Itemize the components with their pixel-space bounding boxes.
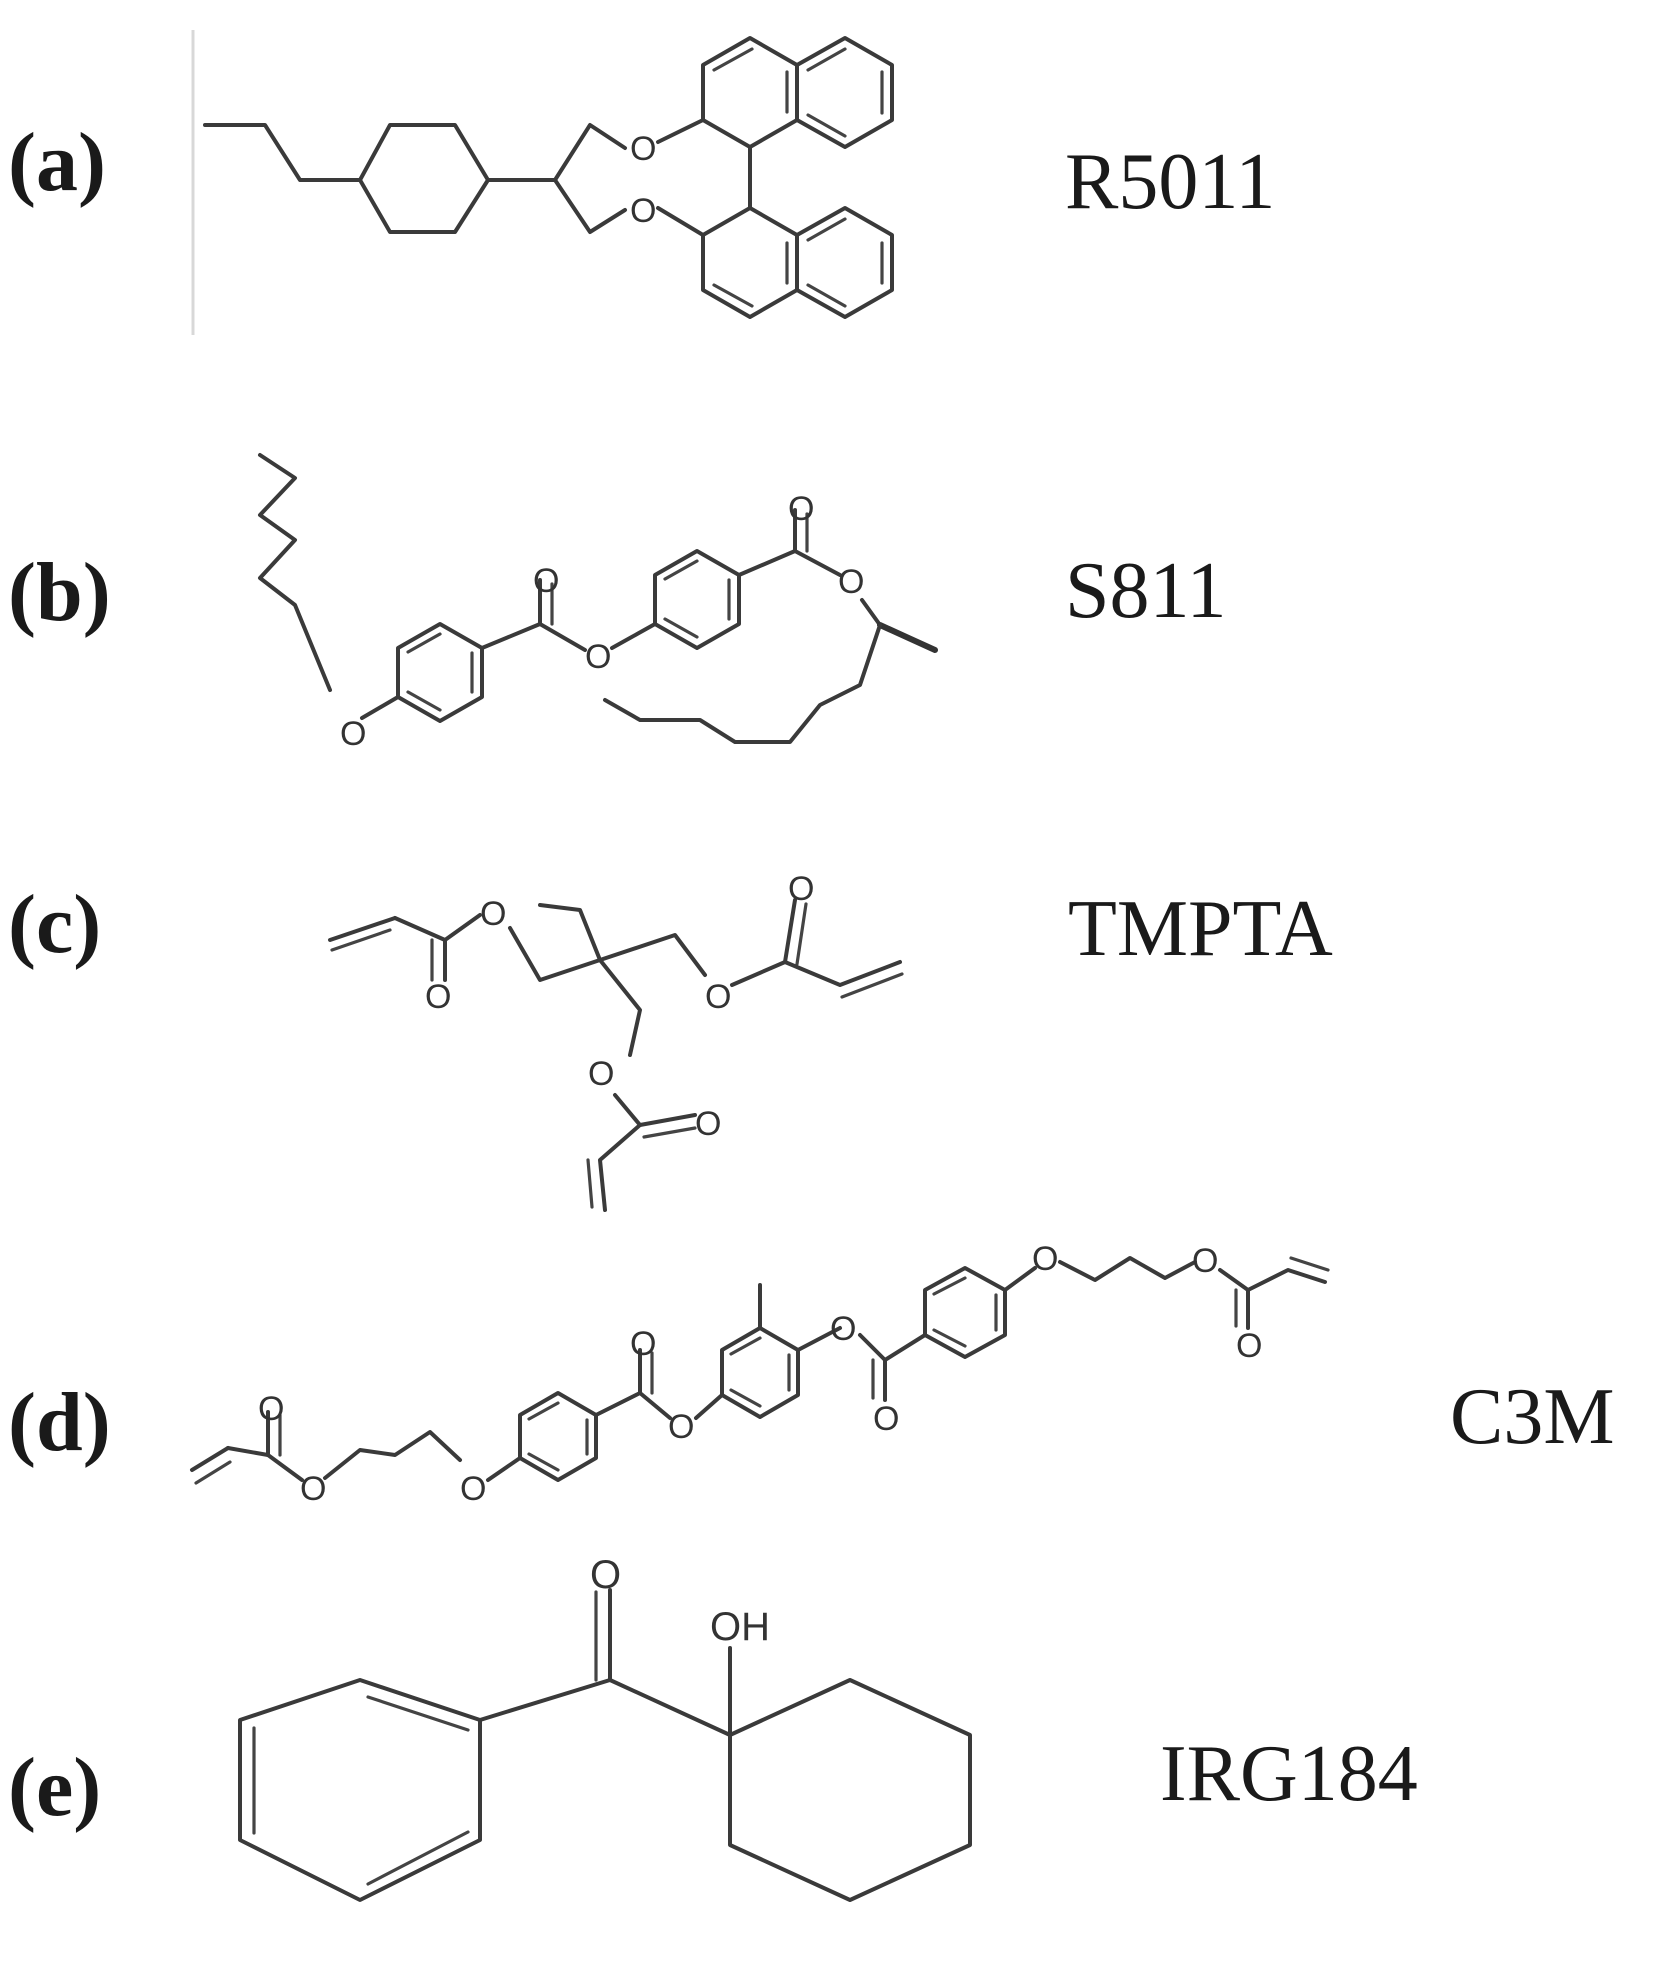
oxygen-atom: O: [588, 1055, 614, 1093]
oxygen-atom: O: [630, 192, 656, 230]
oxygen-atom: O: [1192, 1242, 1218, 1280]
oxygen-atom: O: [668, 1408, 694, 1446]
compound-name-d: C3M: [1450, 1373, 1615, 1461]
oxygen-atom: O: [258, 1390, 284, 1428]
panel-a-label: (a): [8, 116, 106, 209]
oxygen-atom: O: [480, 895, 506, 933]
oxygen-atom: O: [630, 130, 656, 168]
panel-c-label: (c): [8, 878, 101, 971]
oxygen-atom: O: [585, 638, 611, 676]
oxygen-atom: O: [830, 1310, 856, 1348]
oxygen-atom: O: [705, 978, 731, 1016]
panel-c: (c) O O O O O O: [8, 870, 1333, 1212]
structure-irg184: O OH: [238, 1553, 972, 1902]
panel-d: (d) O O O O O: [8, 1240, 1615, 1508]
hydroxyl-group: OH: [710, 1605, 770, 1649]
oxygen-atom: O: [873, 1400, 899, 1438]
panel-b-label: (b): [8, 546, 111, 639]
oxygen-atom: O: [838, 563, 864, 601]
panel-b: (b) O O O O O: [8, 453, 1227, 753]
oxygen-atom: O: [590, 1553, 621, 1597]
structure-tmpta: O O O O O O: [328, 870, 904, 1212]
oxygen-atom: O: [695, 1105, 721, 1143]
panel-a: (a) O O: [8, 30, 1275, 335]
oxygen-atom: O: [788, 490, 814, 528]
oxygen-atom: O: [300, 1470, 326, 1508]
oxygen-atom: O: [340, 715, 366, 753]
oxygen-atom: O: [460, 1470, 486, 1508]
oxygen-atom: O: [1032, 1240, 1058, 1278]
compound-name-e: IRG184: [1160, 1730, 1418, 1818]
oxygen-atom: O: [1236, 1327, 1262, 1365]
compound-name-c: TMPTA: [1068, 885, 1333, 973]
panel-e-label: (e): [8, 1741, 101, 1834]
panel-e: (e) O OH IRG184: [8, 1553, 1418, 1902]
compound-name-a: R5011: [1065, 138, 1275, 226]
oxygen-atom: O: [630, 1325, 656, 1363]
panel-d-label: (d): [8, 1376, 111, 1469]
compound-name-b: S811: [1065, 547, 1227, 635]
oxygen-atom: O: [533, 562, 559, 600]
oxygen-atom: O: [425, 978, 451, 1016]
structure-c3m: O O O O O O: [190, 1240, 1330, 1508]
structure-s811: O O O O O: [258, 453, 938, 753]
oxygen-atom: O: [788, 870, 814, 908]
structure-r5011: O O: [191, 30, 894, 335]
